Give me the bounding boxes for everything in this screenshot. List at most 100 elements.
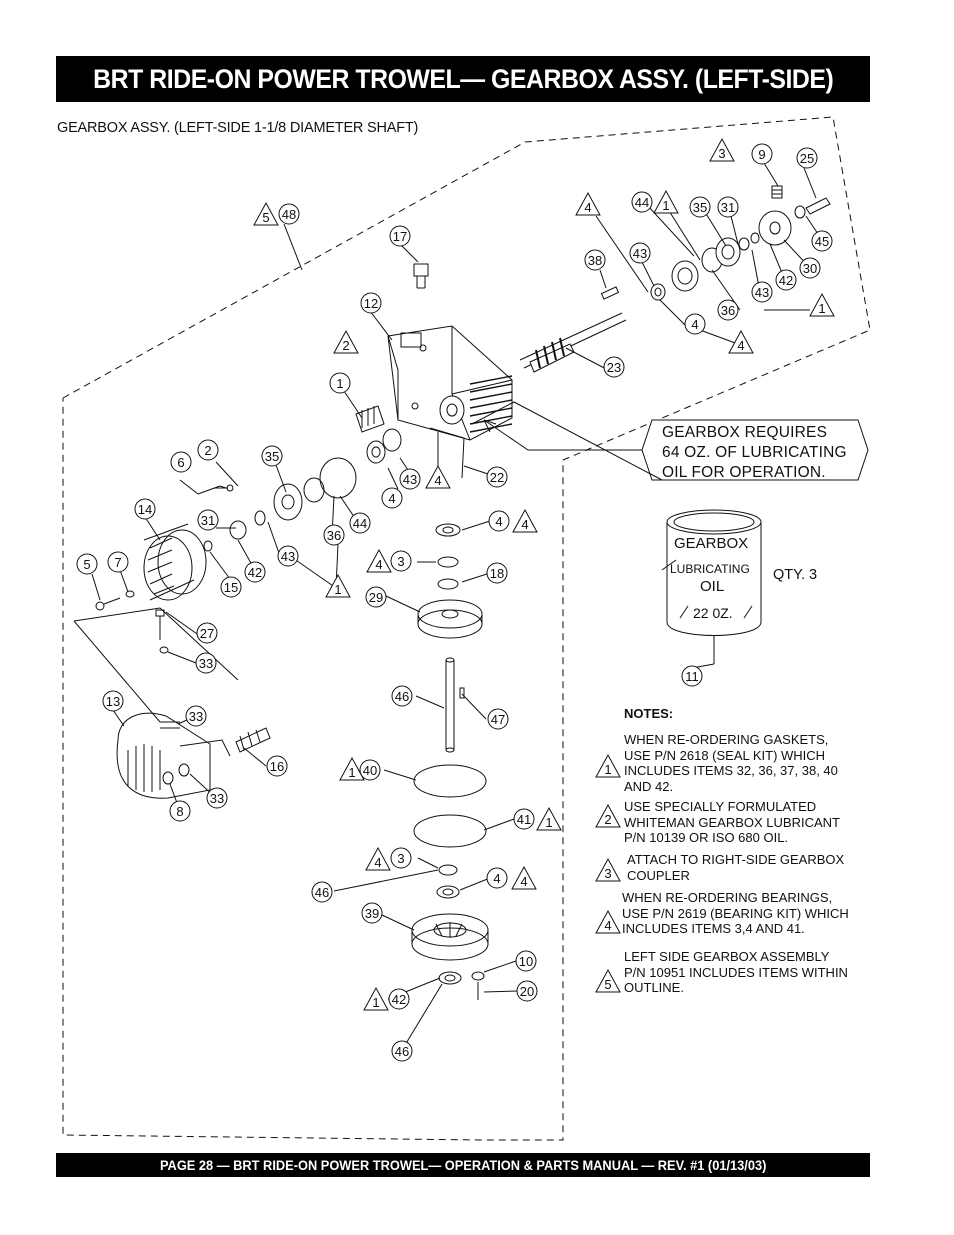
svg-text:4: 4 [374, 855, 381, 870]
ref-48: 48 [282, 207, 296, 222]
ref-39b: 42 [248, 565, 262, 580]
ref-17: 17 [393, 229, 407, 244]
ref-41b: 43 [403, 472, 417, 487]
left-bearing-cluster [197, 428, 402, 552]
fan-cover [116, 712, 271, 799]
ref-42: 44 [635, 195, 649, 210]
oil-can-icon [661, 509, 762, 664]
svg-text:5: 5 [262, 210, 269, 225]
ref-5: 5 [83, 557, 90, 572]
lubrication-callout-box [471, 401, 869, 481]
ref-31: 35 [693, 200, 707, 215]
page-title-bar: BRT RIDE-ON POWER TROWEL— GEARBOX ASSY. … [56, 56, 870, 102]
ref-25: 27 [200, 626, 214, 641]
ref-32: 36 [721, 303, 735, 318]
oil-quantity: QTY. 3 [773, 567, 818, 583]
svg-text:4: 4 [521, 517, 528, 532]
svg-text:3: 3 [718, 146, 725, 161]
ref-30b: 33 [189, 709, 203, 724]
page-footer-bar: PAGE 28 — BRT RIDE-ON POWER TROWEL— OPER… [56, 1153, 870, 1177]
ref-10: 10 [519, 954, 533, 969]
ref-4c: 4 [495, 514, 502, 529]
ref-20: 20 [520, 984, 534, 999]
ref-42b: 44 [353, 516, 367, 531]
ref-35: 39 [365, 906, 379, 921]
ref-13: 13 [106, 694, 120, 709]
ref-2: 2 [204, 443, 211, 458]
output-stack [411, 427, 489, 1000]
ref-16: 16 [270, 759, 284, 774]
svg-text:1: 1 [545, 815, 552, 830]
note-triangle-numbers: 5 2 4 1 3 1 4 4 1 4 4 1 1 4 4 1 1 2 3 4 … [262, 146, 825, 1010]
ref-9: 9 [758, 147, 765, 162]
page-footer: PAGE 28 — BRT RIDE-ON POWER TROWEL— OPER… [159, 1157, 767, 1173]
ref-41: 43 [633, 246, 647, 261]
cooling-fan [143, 523, 207, 601]
ref-33: 38 [588, 253, 602, 268]
ref-6: 6 [177, 455, 184, 470]
ref-11: 11 [685, 669, 699, 684]
ref-8: 8 [176, 804, 183, 819]
right-bearing-cluster [600, 185, 831, 301]
ref-40b: 43 [281, 549, 295, 564]
ref-28: 30 [803, 261, 817, 276]
svg-text:1: 1 [604, 762, 611, 777]
ref-43: 45 [815, 234, 829, 249]
notes-heading: NOTES: [624, 706, 674, 721]
ref-4b: 4 [388, 491, 395, 506]
svg-text:4: 4 [520, 874, 527, 889]
oil-can-label-3: OIL [700, 578, 725, 595]
lubrication-callout: GEARBOX REQUIRES 64 OZ. OF LUBRICATING O… [662, 424, 847, 481]
svg-text:2: 2 [342, 338, 349, 353]
ref-46: 46 [315, 885, 329, 900]
svg-text:1: 1 [818, 301, 825, 316]
svg-text:1: 1 [348, 765, 355, 780]
ref-12: 12 [364, 296, 378, 311]
svg-text:1: 1 [372, 995, 379, 1010]
assembly-outline [62, 116, 871, 1141]
ref-29: 31 [721, 200, 735, 215]
ref-40: 43 [755, 285, 769, 300]
note-2: USE SPECIALLY FORMULATED WHITEMAN GEARBO… [624, 799, 840, 845]
part-reference-numbers: 48 17 12 1 38 23 44 43 35 31 9 25 45 30 … [83, 147, 829, 1059]
ref-39: 42 [779, 273, 793, 288]
svg-text:3: 3 [604, 866, 611, 881]
note-1: WHEN RE-ORDERING GASKETS, USE P/N 2618 (… [624, 732, 838, 794]
ref-47: 46 [395, 1044, 409, 1059]
note-3: ATTACH TO RIGHT-SIDE GEARBOX COUPLER [627, 852, 845, 883]
note-triangles [253, 137, 835, 1011]
ref-4: 4 [691, 317, 698, 332]
svg-text:1: 1 [662, 198, 669, 213]
ref-45: 47 [491, 712, 505, 727]
ref-22: 22 [490, 470, 504, 485]
ref-27: 29 [369, 590, 383, 605]
worm-shaft [519, 312, 627, 373]
svg-text:4: 4 [737, 338, 744, 353]
svg-text:1: 1 [334, 582, 341, 597]
ref-4d: 4 [493, 871, 500, 886]
ref-30: 33 [199, 656, 213, 671]
vent-plug [413, 263, 429, 289]
note-4: WHEN RE-ORDERING BEARINGS, USE P/N 2619 … [622, 890, 849, 936]
note-5: LEFT SIDE GEARBOX ASSEMBLY P/N 10951 INC… [624, 949, 848, 995]
svg-text:4: 4 [375, 557, 382, 572]
ref-1: 1 [336, 376, 343, 391]
oil-can-label-4: 22 0Z. [693, 605, 733, 621]
svg-text:4: 4 [604, 918, 611, 933]
ref-23: 23 [607, 360, 621, 375]
svg-text:4: 4 [434, 473, 441, 488]
ref-31b: 35 [265, 449, 279, 464]
ref-38: 42 [392, 992, 406, 1007]
page-title: BRT RIDE-ON POWER TROWEL— GEARBOX ASSY. … [92, 63, 834, 94]
ref-36: 40 [363, 763, 377, 778]
ref-44: 46 [395, 689, 409, 704]
ref-30c: 33 [210, 791, 224, 806]
ref-15: 15 [224, 580, 238, 595]
ref-18: 18 [490, 566, 504, 581]
fan-screws [95, 590, 180, 729]
oil-can-label-1: GEARBOX [674, 535, 749, 552]
ref-3b: 3 [397, 851, 404, 866]
ref-37: 41 [517, 812, 531, 827]
ref-3: 3 [397, 554, 404, 569]
